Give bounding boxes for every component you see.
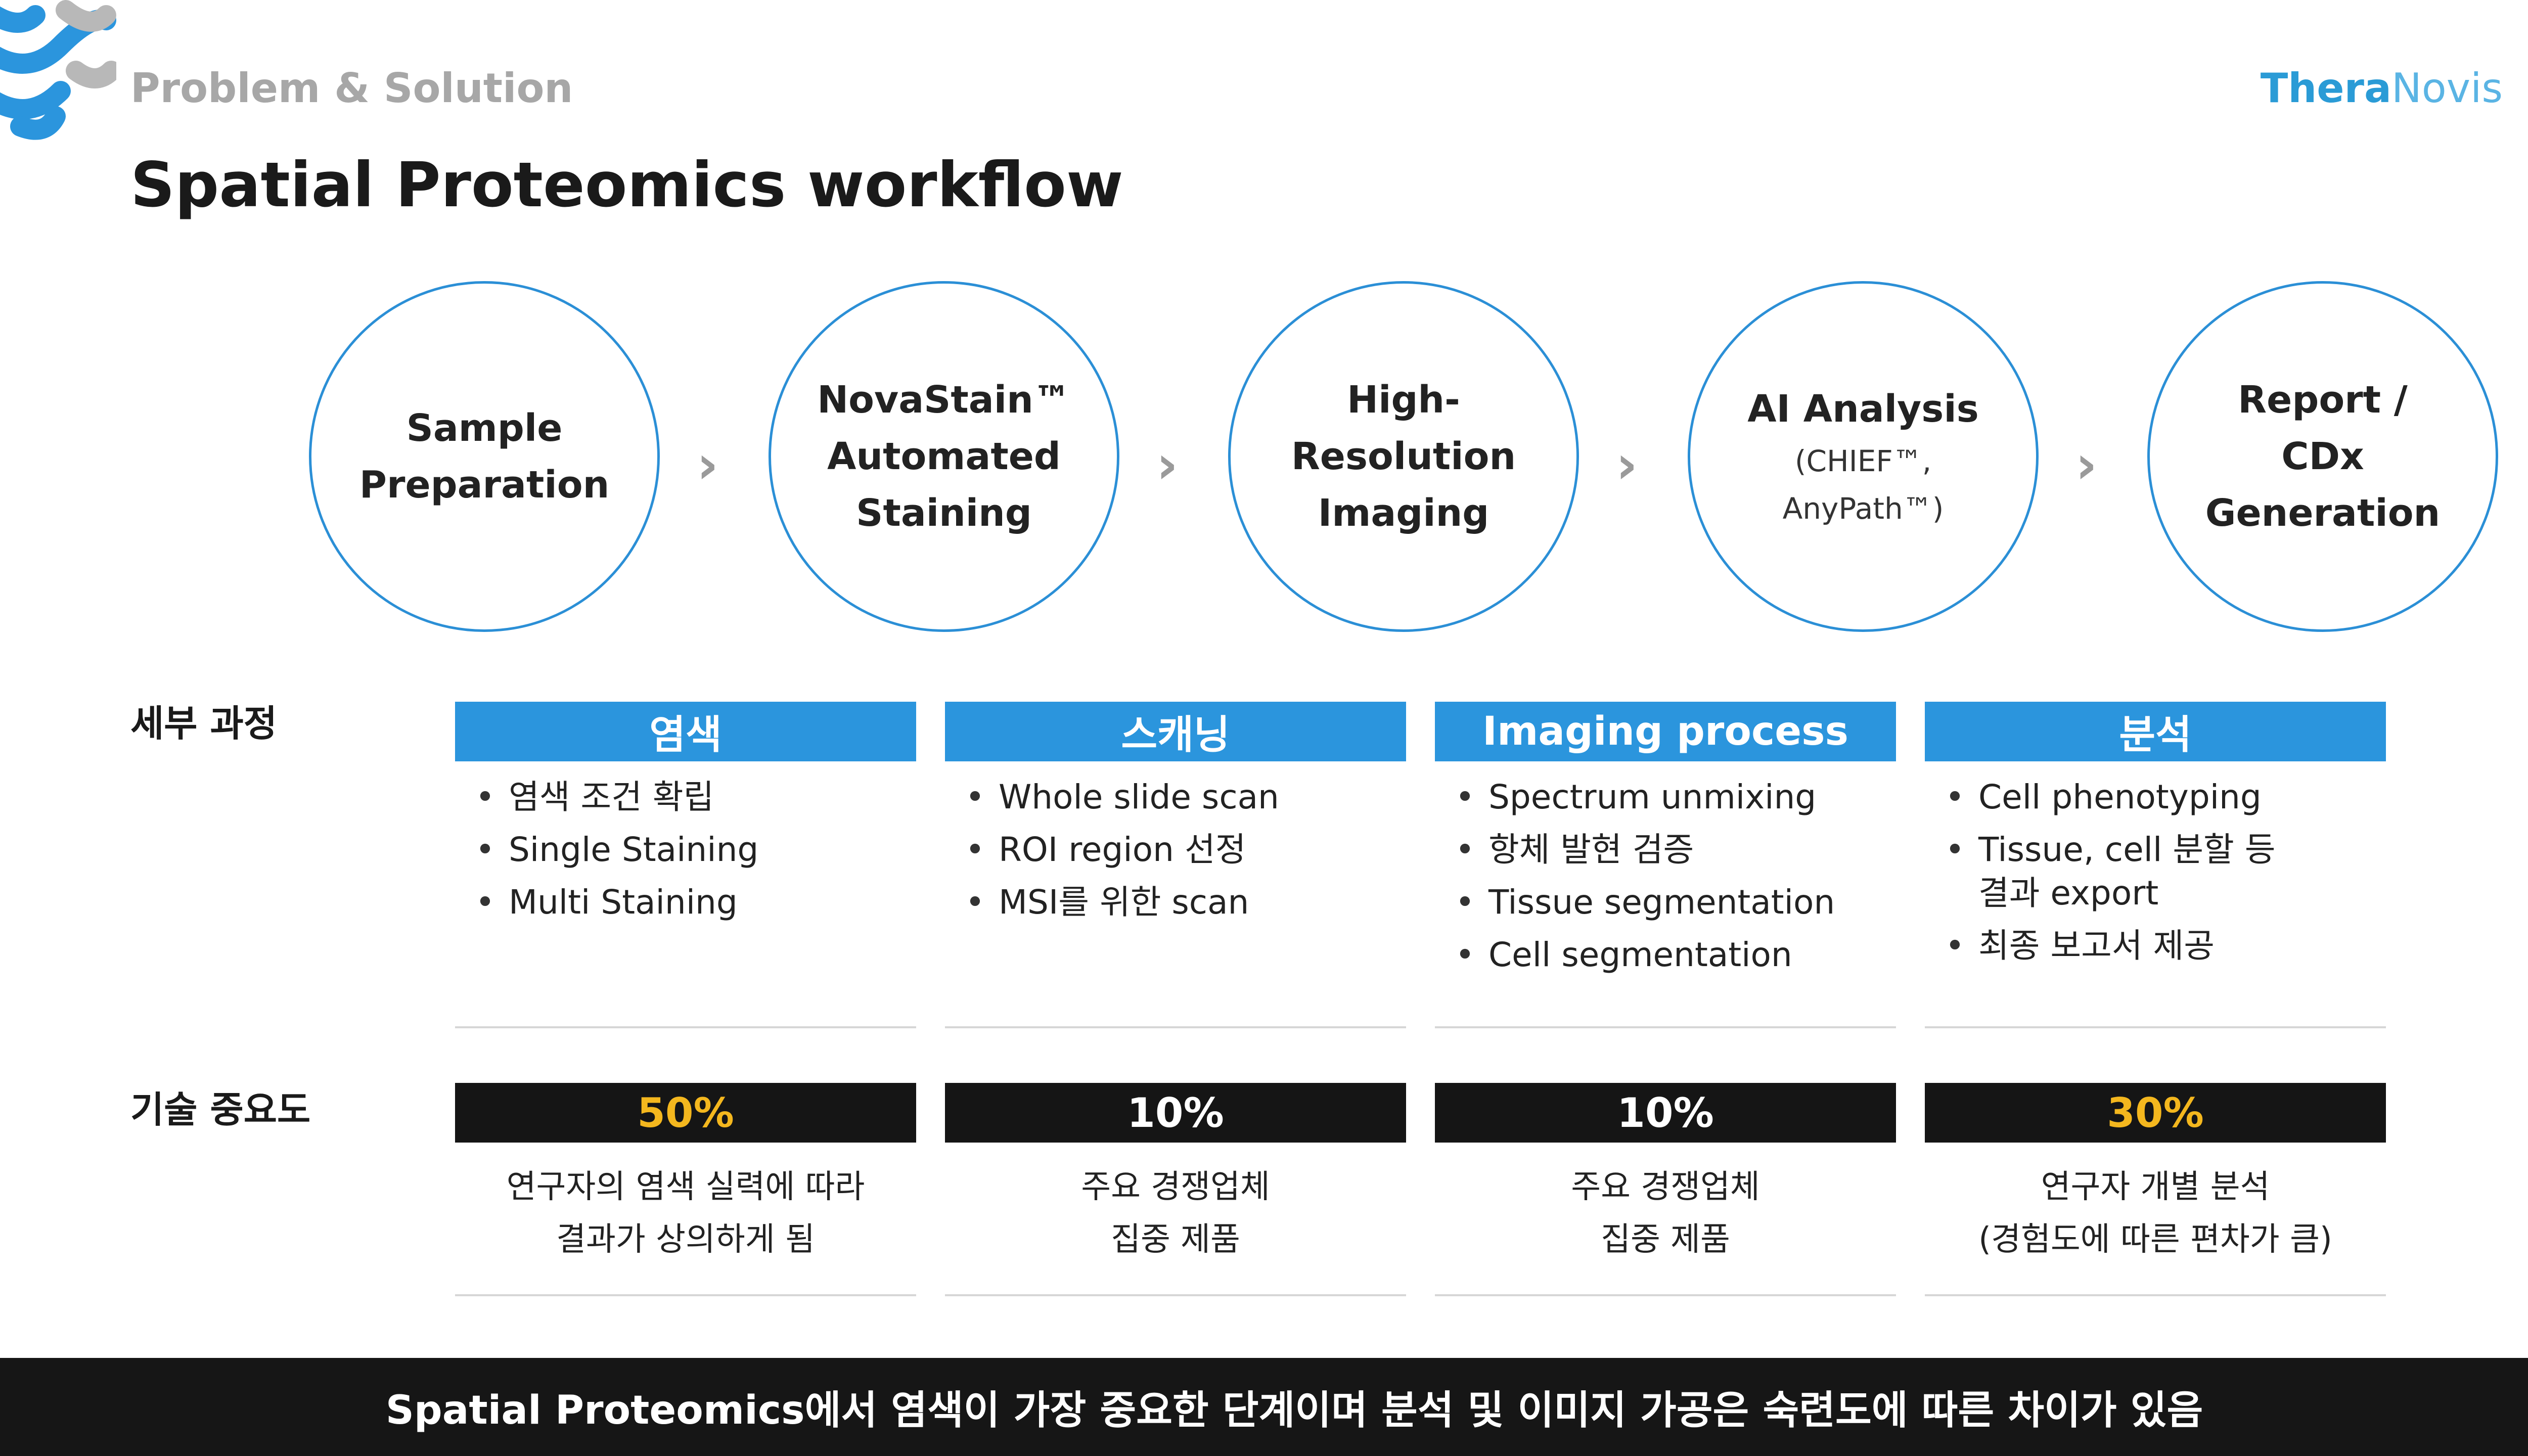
step-line: CDx: [2281, 435, 2364, 478]
description-line: (경험도에 따른 편차가 큼): [1978, 1221, 2332, 1258]
importance-percent: 10%: [945, 1083, 1406, 1143]
divider: [1925, 1294, 2386, 1296]
divider: [945, 1026, 1406, 1028]
step-line: NovaStain™: [817, 378, 1071, 422]
list-item: 항체 발현 검증: [1455, 828, 1896, 872]
section-label: Problem & Solution: [130, 65, 573, 112]
list-item: Tissue, cell 분할 등 결과 export: [1945, 828, 2282, 915]
list-item: Multi Staining: [475, 881, 916, 924]
importance-column-analysis: 30% 연구자 개별 분석 (경험도에 따른 편차가 큼): [1925, 1083, 2386, 1266]
step-subline: AnyPath™): [1782, 491, 1944, 526]
details-list: 염색 조건 확립 Single Staining Multi Staining: [455, 761, 916, 924]
list-item: 최종 보고서 제공: [1945, 924, 2386, 968]
list-item: Cell phenotyping: [1945, 776, 2386, 819]
importance-column-staining: 50% 연구자의 염색 실력에 따라 결과가 상의하게 됨: [455, 1083, 916, 1266]
divider: [1435, 1294, 1896, 1296]
chevron-right-icon: ›: [697, 434, 718, 495]
importance-row-label: 기술 중요도: [130, 1088, 311, 1131]
page-title: Spatial Proteomics workflow: [130, 149, 1123, 221]
list-item: Single Staining: [475, 828, 916, 872]
step-line: Staining: [856, 491, 1032, 535]
step-line: Report /: [2238, 378, 2408, 422]
details-column-scanning: 스캐닝 Whole slide scan ROI region 선정 MSI를 …: [945, 702, 1406, 933]
divider: [455, 1026, 916, 1028]
importance-percent: 30%: [1925, 1083, 2386, 1143]
workflow-step-novastain: NovaStain™ Automated Staining: [769, 281, 1119, 632]
importance-percent: 10%: [1435, 1083, 1896, 1143]
description-line: 집중 제품: [1601, 1221, 1730, 1258]
description-line: 결과가 상의하게 됨: [556, 1221, 815, 1258]
chevron-right-icon: ›: [1616, 434, 1638, 495]
description-line: 주요 경쟁업체: [1081, 1168, 1270, 1206]
list-item: Cell segmentation: [1455, 933, 1896, 977]
workflow-step-ai-analysis: AI Analysis (CHIEF™, AnyPath™): [1688, 281, 2039, 632]
details-header: 스캐닝: [945, 702, 1406, 761]
description-line: 연구자의 염색 실력에 따라: [506, 1168, 865, 1206]
details-header: 염색: [455, 702, 916, 761]
chevron-right-icon: ›: [1156, 434, 1178, 495]
brand-part1: Thera: [2260, 65, 2391, 112]
details-row-label: 세부 과정: [130, 702, 278, 745]
importance-percent: 50%: [455, 1083, 916, 1143]
step-line: Sample: [406, 406, 563, 450]
step-line: AI Analysis: [1747, 387, 1979, 431]
divider: [1925, 1026, 2386, 1028]
description-line: 주요 경쟁업체: [1571, 1168, 1760, 1206]
logo-mark-icon: [0, 0, 116, 140]
divider: [1435, 1026, 1896, 1028]
list-item: ROI region 선정: [965, 828, 1406, 872]
step-line: Preparation: [359, 463, 610, 507]
workflow-step-report: Report / CDx Generation: [2147, 281, 2498, 632]
description-line: 연구자 개별 분석: [2041, 1168, 2270, 1206]
step-line: Imaging: [1318, 491, 1489, 535]
divider: [945, 1294, 1406, 1296]
workflow-step-sample-preparation: Sample Preparation: [309, 281, 660, 632]
list-item: MSI를 위한 scan: [965, 881, 1406, 924]
details-header: Imaging process: [1435, 702, 1896, 761]
footer-summary: Spatial Proteomics에서 염색이 가장 중요한 단계이며 분석 …: [0, 1358, 2528, 1456]
importance-column-scanning: 10% 주요 경쟁업체 집중 제품: [945, 1083, 1406, 1266]
details-list: Cell phenotyping Tissue, cell 분할 등 결과 ex…: [1925, 761, 2386, 968]
importance-description: 주요 경쟁업체 집중 제품: [945, 1143, 1406, 1266]
step-line: Resolution: [1291, 435, 1516, 478]
details-list: Spectrum unmixing 항체 발현 검증 Tissue segmen…: [1435, 761, 1896, 977]
importance-description: 연구자의 염색 실력에 따라 결과가 상의하게 됨: [455, 1143, 916, 1266]
importance-column-imaging-process: 10% 주요 경쟁업체 집중 제품: [1435, 1083, 1896, 1266]
details-header: 분석: [1925, 702, 2386, 761]
importance-description: 연구자 개별 분석 (경험도에 따른 편차가 큼): [1925, 1143, 2386, 1266]
step-line: Generation: [2205, 491, 2441, 535]
divider: [455, 1294, 916, 1296]
list-item: 염색 조건 확립: [475, 776, 916, 819]
step-subline: (CHIEF™,: [1794, 444, 1932, 478]
list-item: Whole slide scan: [965, 776, 1406, 819]
list-item: Spectrum unmixing: [1455, 776, 1896, 819]
details-list: Whole slide scan ROI region 선정 MSI를 위한 s…: [945, 761, 1406, 924]
chevron-right-icon: ›: [2075, 434, 2097, 495]
brand-part2: Novis: [2391, 65, 2503, 112]
step-line: Automated: [827, 435, 1061, 478]
importance-description: 주요 경쟁업체 집중 제품: [1435, 1143, 1896, 1266]
brand-logo: TheraNovis: [2261, 65, 2503, 112]
step-line: High-: [1347, 378, 1460, 422]
details-column-staining: 염색 염색 조건 확립 Single Staining Multi Staini…: [455, 702, 916, 933]
list-item: Tissue segmentation: [1455, 881, 1896, 924]
description-line: 집중 제품: [1111, 1221, 1240, 1258]
workflow-step-imaging: High- Resolution Imaging: [1228, 281, 1579, 632]
details-column-analysis: 분석 Cell phenotyping Tissue, cell 분할 등 결과…: [1925, 702, 2386, 977]
details-column-imaging-process: Imaging process Spectrum unmixing 항체 발현 …: [1435, 702, 1896, 986]
